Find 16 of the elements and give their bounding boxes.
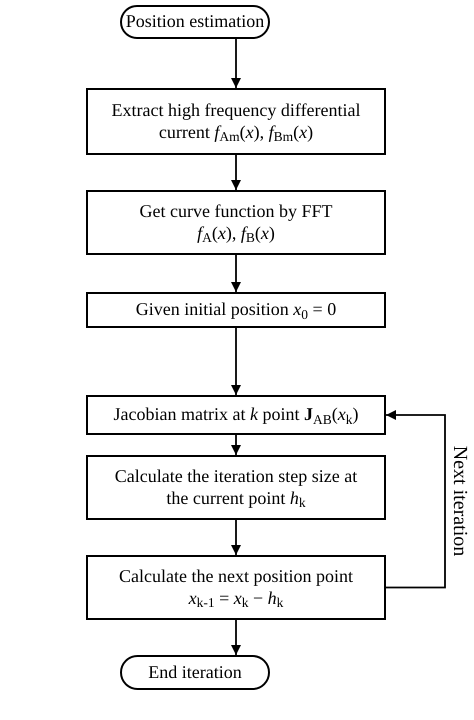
process-box: Get curve function by FFT f$_{A}$(x), f$_{B}$(x) <box>86 190 386 255</box>
process-box: Calculate the next position point x$_{k-1}$ = x$_{k}$ − h$_{k}$ <box>86 555 386 620</box>
process-box: Calculate the iteration step size at the current point h$_{k}$ <box>86 455 386 520</box>
terminal-box: Position estimation <box>120 5 270 39</box>
arrow <box>231 620 241 655</box>
arrow <box>231 328 241 395</box>
process-box: Jacobian matrix at k point J$_{AB}$(x$_{k}$) <box>86 395 386 435</box>
arrow <box>231 520 241 555</box>
arrow <box>386 410 446 588</box>
process-box: Given initial position x$_{0}$ = 0 <box>86 292 386 328</box>
terminal-box: End iteration <box>120 655 270 690</box>
arrow <box>231 155 241 190</box>
arrow <box>231 39 241 88</box>
arrow <box>231 435 241 455</box>
process-box: Extract high frequency differential current f$_{Am}$(x), f$_{Bm}$(x) <box>86 88 386 155</box>
arrow <box>231 255 241 292</box>
